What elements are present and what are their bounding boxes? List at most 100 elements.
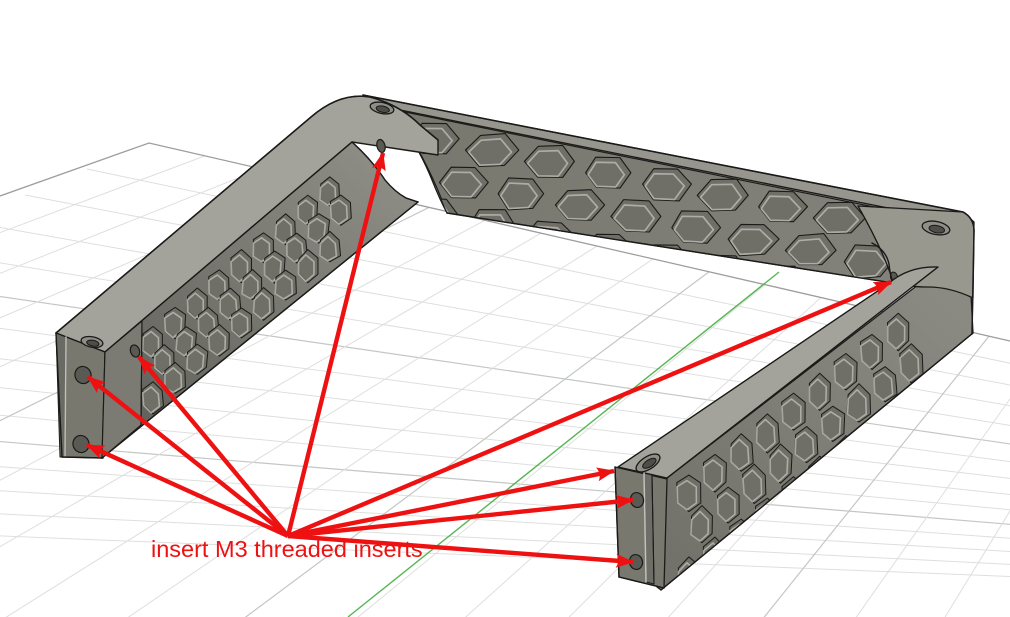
model-edge [446,212,894,284]
hex-bevel-highlight [297,254,315,283]
annotation-arrow-right-end-face-bottom-hole [287,533,634,568]
grid-line [0,159,919,617]
hex-bevel-highlight [673,215,715,243]
annotation-label: insert M3 threaded inserts [151,536,423,562]
model-edge [617,283,889,468]
model-edge [643,472,647,583]
hex-bevel-highlight [873,371,894,402]
model-edge [362,94,975,335]
grid-line [86,168,1010,617]
grid-line [0,246,1010,617]
hex-bevel-highlight [859,339,880,369]
grid-line [0,454,1010,617]
model-edge [651,474,655,585]
hex-bevel-highlight [526,149,569,178]
grid-line [0,143,471,617]
hex-bevel-highlight [329,199,349,225]
hex-lattice [141,176,352,415]
grid-line [0,428,1010,617]
hex-bevel-highlight [557,193,599,221]
hex-bevel-highlight [787,238,830,265]
grid-line [0,169,964,617]
hex-bevel-highlight [230,312,249,338]
right-end-cap[interactable] [614,466,668,589]
model-edge [104,141,353,353]
hex-bevel-highlight [467,138,513,167]
grid-line [0,143,695,617]
annotation-arrow-right-end-top-corner [287,467,615,539]
grid-line [0,480,1010,617]
grid-line [0,220,1010,617]
hex-bevel-highlight [499,182,538,210]
grid-line [122,200,1010,617]
hex-cutout [610,199,662,233]
model-edge [379,106,959,225]
hex-bevel-highlight [860,421,881,455]
grid-line [0,506,1010,617]
annotation-arrow-rear-left-corner-hole [285,152,386,537]
left-end-side-hole [129,344,141,358]
hex-bevel-highlight [676,479,698,511]
hex-bevel-highlight [846,388,868,422]
annotation-arrow-left-end-side-hole [137,355,290,538]
grid-boundary [0,142,1010,342]
annotation-arrow-left-end-face-top-hole [86,375,290,538]
grid-line [0,143,829,617]
grid-line [0,143,740,617]
hex-bevel-highlight [252,291,271,320]
hex-bevel-highlight [730,228,773,256]
hex-bevel-highlight [808,378,828,410]
hex-bevel-highlight [755,502,776,534]
hex-bevel-highlight [699,183,743,211]
hex-bevel-highlight [441,171,483,198]
hex-bevel-highlight [846,249,887,279]
model-edge [618,576,665,589]
hex-bevel-highlight [141,386,161,414]
model-edge [660,332,974,591]
hex-bevel-highlight [794,431,815,462]
counterbore-bore [642,457,657,469]
bracket-model[interactable] [55,94,975,597]
hex-cutout [756,265,808,283]
hex-bevel-highlight [899,348,920,382]
counterbore-bore [928,224,946,234]
hex-bevel-highlight [644,172,686,201]
hex-bevel-highlight [690,510,710,542]
hex-bevel-highlight [769,449,789,483]
model-edge [871,242,894,284]
hex-bevel-highlight [781,398,802,430]
grid-line [0,143,784,617]
left-end-face-bottom-hole [72,434,90,454]
model-edge [64,336,67,458]
annotation-arrow-right-end-face-top-hole [287,494,634,539]
model-edge [55,332,63,458]
hex-bevel-highlight [815,206,860,234]
counterbore-bore [86,339,100,347]
hex-bevel-highlight [587,161,626,188]
y-axis-line [347,271,780,617]
model-edge [101,201,419,459]
model-edge [351,141,419,203]
hex-bevel-highlight [613,204,655,232]
hex-bevel-highlight [703,459,723,492]
grid-line [268,210,1010,617]
annotation-arrow-rear-right-corner-hole [287,279,892,539]
hex-bevel-highlight [730,438,750,471]
hex-bevel-highlight [833,358,854,390]
grid-line [0,376,1010,617]
model-edge [666,266,939,479]
grid-line [0,148,874,617]
hex-bevel-highlight [760,195,802,222]
hex-bevel-highlight [820,411,842,441]
hex-bevel-highlight [716,491,736,523]
hex-bevel-highlight [208,329,227,356]
counterbore-bore [375,105,390,114]
hex-bevel-highlight [886,318,906,350]
grid-line [0,143,515,617]
annotation-arrow-left-end-face-bottom-hole [86,442,289,539]
hex-bevel-highlight [186,348,205,375]
hex-bevel-highlight [742,469,763,503]
y-axis [347,271,780,617]
